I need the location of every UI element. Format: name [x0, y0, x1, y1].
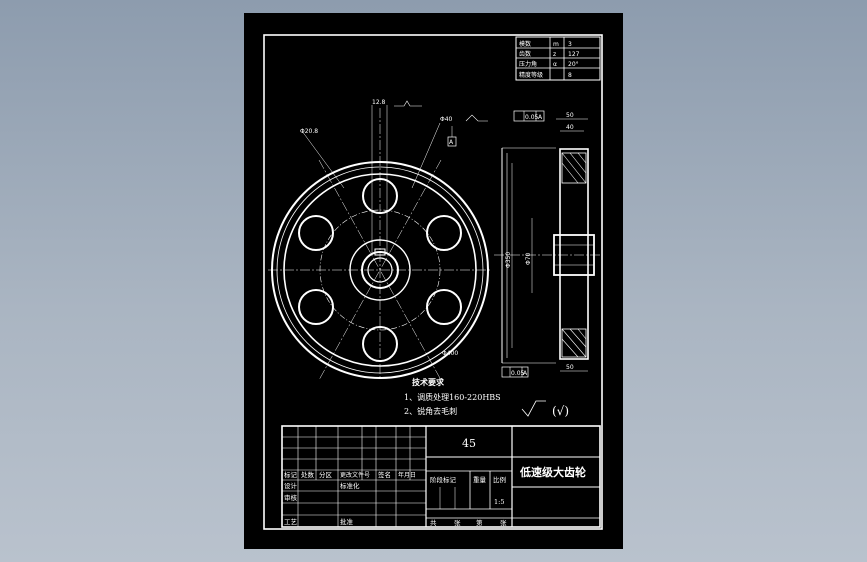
- scale-label: 比例: [493, 475, 506, 484]
- dim-width-top: 50: [566, 112, 574, 119]
- part-name: 低速级大齿轮: [519, 465, 586, 479]
- datum-label: A: [449, 139, 454, 146]
- sheet-total-1: 共: [430, 518, 437, 527]
- tech-item-1: 1、调质处理160-220HBS: [404, 392, 501, 402]
- dim-dia-a: Φ40: [440, 116, 453, 123]
- dim-bore-dia: Φ350: [505, 252, 512, 268]
- dim-outer-dia: Φ400: [442, 350, 458, 357]
- gear-param-4-name: 精度等级: [519, 71, 543, 79]
- gear-param-1-symbol: m: [553, 41, 559, 48]
- tol-top-datum: A: [538, 114, 543, 121]
- gear-param-1-name: 模数: [519, 40, 531, 48]
- roughness-mark: (√): [552, 404, 569, 418]
- stage-label: 阶段标记: [430, 475, 457, 484]
- tb-designer: 设计: [284, 481, 298, 490]
- tb-header-3: 分区: [319, 470, 333, 479]
- drawing-border: [263, 34, 603, 530]
- lightening-hole: [426, 289, 462, 325]
- sheet-num-1: 第: [476, 518, 483, 527]
- gear-param-4-value: 8: [568, 72, 572, 79]
- tb-review: 审核: [284, 493, 298, 502]
- technical-requirements: 技术要求 1、调质处理160-220HBS 2、锐角去毛刺: [404, 377, 501, 416]
- tb-header-1: 标记: [284, 470, 298, 479]
- gear-param-3-value: 20°: [568, 61, 579, 68]
- tb-process: 工艺: [284, 518, 298, 526]
- material: 45: [462, 437, 476, 450]
- gear-param-2-symbol: z: [553, 51, 556, 58]
- weight-label: 重量: [473, 476, 487, 484]
- dim-hub-dia: Φ70: [525, 252, 532, 265]
- sheet-num-2: 张: [500, 518, 507, 527]
- gear-param-3-symbol: α: [553, 61, 557, 68]
- tech-item-2: 2、锐角去毛刺: [404, 406, 457, 416]
- dim-width-bottom-2: 50: [566, 364, 574, 371]
- dim-width-bottom: 40: [566, 124, 574, 131]
- gear-param-1-value: 3: [568, 41, 572, 48]
- dim-keyway: 12.8: [372, 99, 386, 106]
- dim-dia-left: Φ20.8: [300, 128, 318, 135]
- tol-bottom: 0.05: [511, 370, 525, 377]
- drawing-sheet: 模数 m 3 齿数 z 127 压力角 α 20° 精度等级 8: [244, 13, 623, 549]
- gear-param-2-name: 齿数: [519, 50, 531, 58]
- tech-title: 技术要求: [412, 377, 445, 387]
- tb-header-4: 更改文件号: [340, 471, 370, 479]
- tol-top: 0.05: [525, 114, 539, 121]
- gear-section-view: 0.05 A 50 40 Φ350 Φ70 0.05 A 50: [494, 110, 600, 378]
- gear-front-view: 12.8 Φ20.8 Φ40 A Φ400: [268, 99, 492, 381]
- roughness-symbol: (√): [521, 400, 569, 418]
- tb-header-5: 签名: [378, 470, 391, 479]
- tb-header-6: 年月日: [398, 471, 416, 479]
- tb-header-2: 处数: [301, 470, 315, 479]
- gear-param-2-value: 127: [568, 51, 580, 58]
- tb-standard: 标准化: [340, 481, 360, 490]
- scale-value: 1:5: [494, 498, 504, 506]
- lightening-hole: [298, 215, 334, 251]
- lightening-hole: [426, 215, 462, 251]
- gear-parameter-table: 模数 m 3 齿数 z 127 压力角 α 20° 精度等级 8: [515, 36, 601, 81]
- title-block: 标记 处数 分区 更改文件号 签名 年月日 设计 标准化 审核 工艺 批准 45…: [281, 425, 601, 528]
- sheet-total-2: 张: [454, 518, 461, 527]
- lightening-hole: [298, 289, 334, 325]
- gear-param-3-name: 压力角: [519, 60, 537, 68]
- cad-drawing: 模数 m 3 齿数 z 127 压力角 α 20° 精度等级 8: [263, 34, 603, 530]
- tb-approve: 批准: [340, 517, 354, 526]
- tol-bottom-datum: A: [523, 370, 528, 377]
